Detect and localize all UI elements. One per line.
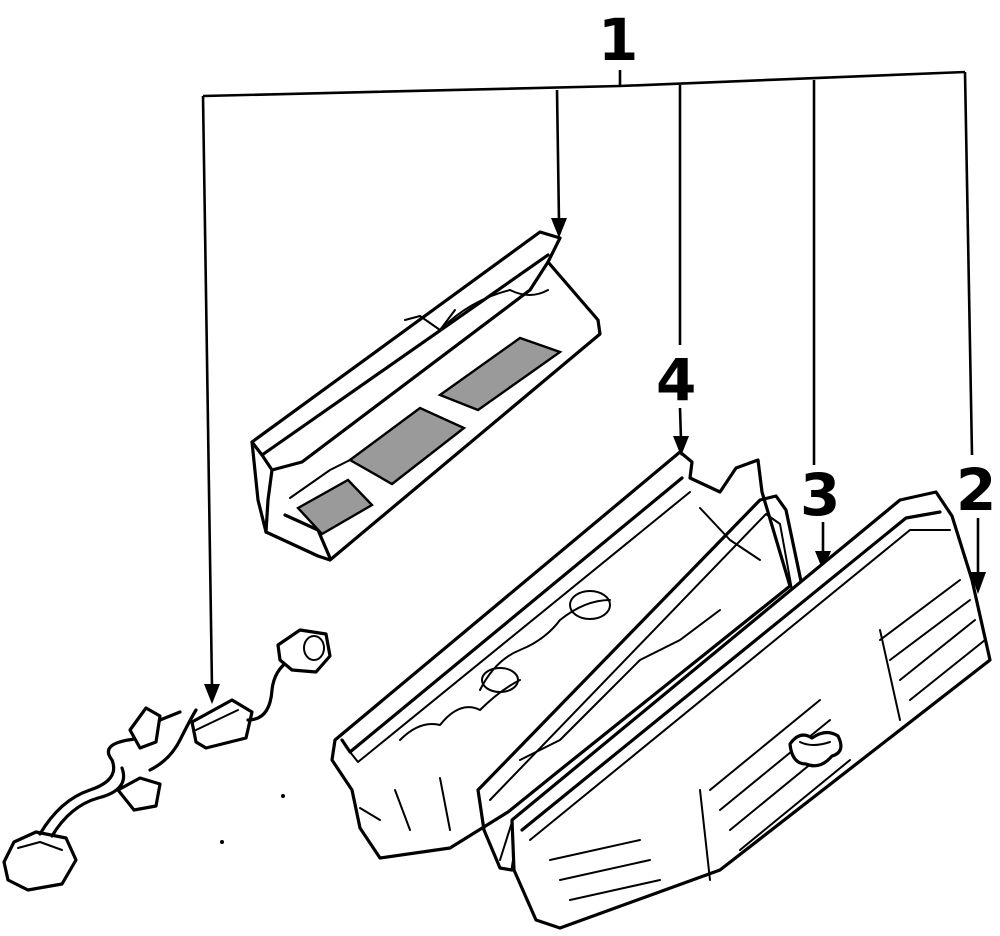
leader-1-bracket xyxy=(202,70,966,98)
callout-3: 3 xyxy=(800,461,840,529)
housing-interior-2 xyxy=(479,599,611,691)
harness-connector-left xyxy=(2,830,78,892)
speck-2 xyxy=(220,840,224,844)
gasket-detail xyxy=(519,609,721,761)
harness-wire-2 xyxy=(50,766,126,838)
housing-bulb-socket-2 xyxy=(481,667,519,693)
reflector-inner-ridge xyxy=(270,260,550,472)
housing-top-rim xyxy=(340,476,684,754)
harness-clip-lower xyxy=(116,776,162,812)
reflector-left-flange xyxy=(260,453,274,534)
lens-left-ribs xyxy=(549,839,661,901)
leader-3-arrow xyxy=(815,551,831,571)
reflector-window-2 xyxy=(347,406,467,486)
lens-rim-inner xyxy=(529,529,951,841)
lens-right-ribs xyxy=(879,579,986,701)
harness-clip-upper xyxy=(128,706,162,750)
leader-1-reflector-arrow xyxy=(551,218,567,238)
leader-1-to-harness xyxy=(201,95,214,689)
reflector-panel xyxy=(250,230,602,562)
callout-1: 1 xyxy=(598,6,638,74)
leader-lines xyxy=(201,70,986,704)
housing-ribs xyxy=(359,777,451,831)
harness-socket-detail xyxy=(195,709,239,731)
callout-4: 4 xyxy=(656,346,696,414)
housing-outline xyxy=(330,450,792,860)
housing-interior-1 xyxy=(399,679,521,741)
lens-section-dividers xyxy=(699,629,901,881)
reflector-window-1 xyxy=(296,478,374,536)
lens-top-rim xyxy=(520,510,942,832)
housing-rim-inner xyxy=(349,491,691,763)
leader-4 xyxy=(678,407,683,441)
leader-1-to-reflector xyxy=(555,89,561,223)
leader-2-arrow xyxy=(970,572,986,594)
speck-1 xyxy=(281,794,285,798)
lens-emblem xyxy=(788,730,843,768)
lens-center-ribs xyxy=(709,699,851,851)
harness-connector-left-detail xyxy=(17,841,63,851)
harness-socket-right-opening xyxy=(303,635,325,661)
reflector-window-frame xyxy=(289,459,351,499)
housing-bulb-socket-1 xyxy=(569,590,611,620)
reflector-window-3 xyxy=(437,336,563,412)
lens-emblem-detail xyxy=(799,741,831,746)
callout-2: 2 xyxy=(956,456,996,524)
housing-side-detail xyxy=(699,507,761,561)
leader-1-to-lens xyxy=(963,71,974,456)
reflector-notch xyxy=(404,309,456,331)
tail-lamp-lens xyxy=(510,490,992,930)
harness-wire-4 xyxy=(246,658,292,722)
wiring-harness xyxy=(2,628,332,892)
reflector-outline xyxy=(250,230,602,562)
harness-socket-center xyxy=(190,698,254,750)
leader-4-arrow xyxy=(673,436,689,456)
lens-outline xyxy=(510,490,992,930)
gasket-inner xyxy=(489,513,793,861)
lamp-housing xyxy=(330,450,792,860)
harness-wire-3 xyxy=(148,708,198,772)
reflector-curve xyxy=(439,289,549,331)
leader-1-harness-arrow xyxy=(204,684,220,704)
